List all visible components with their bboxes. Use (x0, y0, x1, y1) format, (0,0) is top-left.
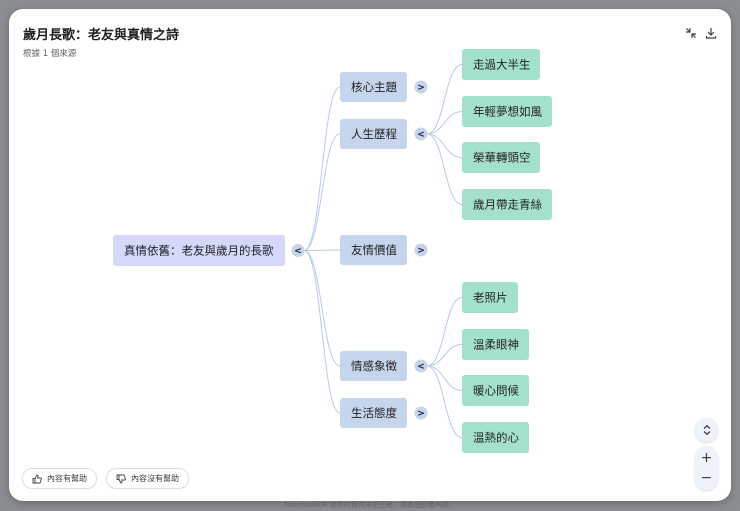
branch-node[interactable]: 情感象徵 (340, 351, 407, 381)
connector-line (426, 344, 463, 367)
collapse-button[interactable] (682, 24, 700, 42)
mindmap-dialog: 歲月長歌：老友與真情之詩 根據 1 個來源 真情依舊：老友與歲月的長歌 < 核心主題… (9, 9, 731, 501)
connector-line (303, 86, 341, 251)
thumbs-down-icon (116, 474, 126, 483)
branch-toggle[interactable]: > (414, 406, 428, 420)
connector-line (303, 250, 341, 367)
source-count: 根據 1 個來源 (23, 49, 77, 59)
branch-toggle[interactable]: < (414, 359, 428, 373)
leaf-node[interactable]: 老照片 (462, 282, 518, 313)
branch-node[interactable]: 生活態度 (340, 398, 407, 428)
connector-line (426, 64, 463, 135)
leaf-node-label: 年輕夢想如風 (473, 105, 542, 119)
branch-toggle-glyph: > (417, 246, 425, 256)
download-button[interactable] (702, 24, 720, 42)
collapse-arrows-icon (686, 28, 696, 38)
leaf-node-label: 暖心問候 (473, 384, 519, 398)
leaf-node[interactable]: 年輕夢想如風 (462, 96, 552, 127)
leaf-node[interactable]: 暖心問候 (462, 375, 529, 406)
branch-node-label: 人生歷程 (351, 127, 397, 141)
connector-line (426, 133, 463, 158)
connector-line (303, 249, 341, 251)
branch-node[interactable]: 核心主題 (340, 72, 407, 102)
root-node[interactable]: 真情依舊：老友與歲月的長歌 (113, 235, 285, 266)
zoom-in-button[interactable]: + (700, 450, 713, 466)
branch-toggle-glyph: < (417, 362, 425, 372)
connector-line (426, 297, 463, 367)
leaf-node-label: 歲月帶走青絲 (473, 198, 542, 212)
branch-node-label: 生活態度 (351, 406, 397, 420)
leaf-node[interactable]: 走過大半生 (462, 49, 540, 80)
chevron-updown-icon (703, 424, 710, 436)
download-icon (705, 28, 717, 39)
branch-toggle[interactable]: > (414, 243, 428, 257)
branch-node-label: 情感象徵 (351, 359, 397, 373)
zoom-controls: + − (695, 446, 718, 490)
connector-line (303, 250, 341, 414)
dialog-title: 歲月長歌：老友與真情之詩 (23, 28, 180, 43)
connector-line (426, 365, 463, 438)
connector-line (426, 133, 463, 205)
branch-toggle[interactable]: > (414, 80, 428, 94)
zoom-out-button[interactable]: − (700, 470, 713, 486)
leaf-node-label: 溫柔眼神 (473, 338, 519, 352)
branch-node-label: 友情價值 (351, 243, 397, 257)
leaf-node[interactable]: 溫熱的心 (462, 422, 529, 453)
not-helpful-button[interactable]: 內容沒有幫助 (106, 468, 189, 489)
root-toggle-glyph: < (294, 247, 302, 257)
connector-line (426, 365, 463, 391)
leaf-node-label: 溫熱的心 (473, 431, 519, 445)
expand-toggle-button[interactable] (695, 418, 718, 442)
leaf-node[interactable]: 榮華轉頭空 (462, 142, 540, 173)
leaf-node-label: 老照片 (473, 291, 508, 305)
helpful-label: 內容有幫助 (47, 474, 87, 483)
leaf-node[interactable]: 溫柔眼神 (462, 329, 529, 360)
connector-line (426, 111, 463, 135)
branch-node[interactable]: 友情價值 (340, 235, 407, 265)
thumbs-up-icon (32, 474, 42, 483)
root-toggle[interactable]: < (291, 244, 305, 257)
not-helpful-label: 內容沒有幫助 (131, 474, 179, 483)
root-node-label: 真情依舊：老友與歲月的長歌 (124, 244, 274, 258)
nodes: 真情依舊：老友與歲月的長歌 < 核心主題 > 人生歷程 < 走過大半生年輕夢想如風榮華轉頭空… (113, 49, 552, 453)
leaf-node-label: 走過大半生 (473, 58, 531, 72)
leaf-node-label: 榮華轉頭空 (473, 151, 531, 165)
branch-toggle-glyph: > (417, 83, 425, 93)
connector-lines (303, 64, 463, 438)
helpful-button[interactable]: 內容有幫助 (22, 468, 97, 489)
branch-toggle[interactable]: < (414, 127, 428, 141)
branch-toggle-glyph: < (417, 130, 425, 140)
branch-node-label: 核心主題 (351, 80, 397, 94)
disclaimer-text: NotebookLM 提供的資訊未必正確，請查證回覆內容。 (284, 501, 456, 509)
mindmap-canvas[interactable]: 真情依舊：老友與歲月的長歌 < 核心主題 > 人生歷程 < 走過大半生年輕夢想如風榮華轉頭空… (9, 9, 731, 501)
connector-line (303, 133, 341, 251)
leaf-node[interactable]: 歲月帶走青絲 (462, 189, 552, 220)
branch-node[interactable]: 人生歷程 (340, 119, 407, 149)
branch-toggle-glyph: > (417, 409, 425, 419)
